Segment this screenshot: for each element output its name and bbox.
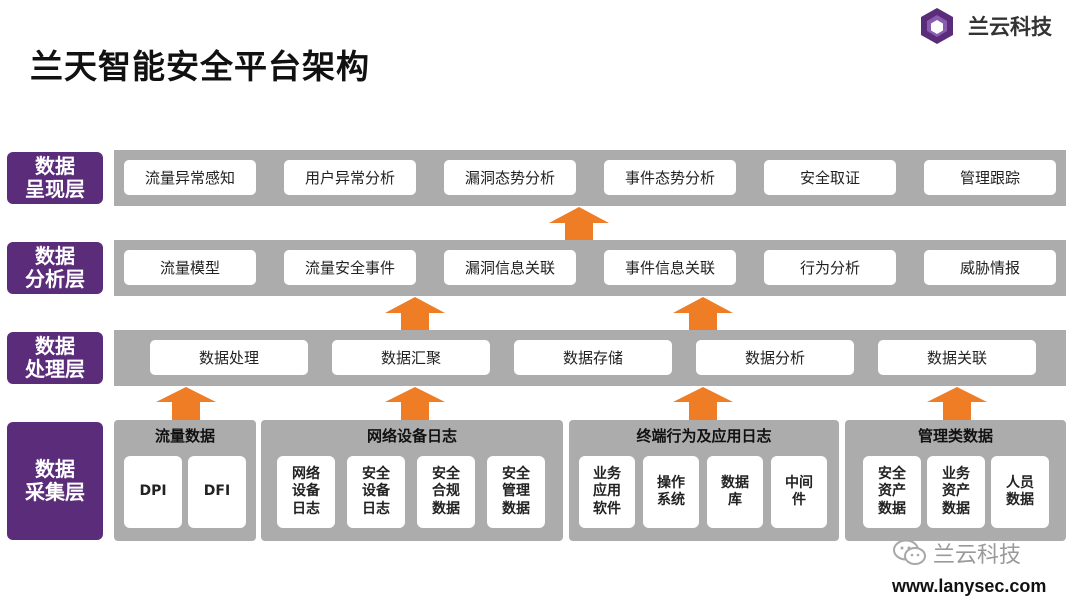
layer-label-analysis: 数据 分析层 xyxy=(7,242,103,294)
page-title: 兰天智能安全平台架构 xyxy=(30,47,370,86)
analysis-item: 流量模型 xyxy=(124,250,256,285)
processing-item: 数据处理 xyxy=(150,340,308,375)
analysis-item: 漏洞信息关联 xyxy=(444,250,576,285)
collection-item: 网络 设备 日志 xyxy=(277,456,335,528)
collection-group-network-device-logs: 网络设备日志 网络 设备 日志 安全 设备 日志 安全 合规 数据 安全 管理 … xyxy=(261,420,563,541)
collection-item: 中间 件 xyxy=(771,456,827,528)
group-title: 终端行为及应用日志 xyxy=(636,427,772,445)
hexagon-logo-icon xyxy=(921,8,953,44)
collection-item: 业务 资产 数据 xyxy=(927,456,985,528)
presentation-item: 事件态势分析 xyxy=(604,160,736,195)
layer-label-processing: 数据 处理层 xyxy=(7,332,103,384)
group-title: 流量数据 xyxy=(154,427,215,445)
collection-group-traffic: 流量数据 DPI DFI xyxy=(114,420,256,541)
processing-item: 数据存储 xyxy=(514,340,672,375)
collection-item: DPI xyxy=(124,456,182,528)
collection-item: 安全 管理 数据 xyxy=(487,456,545,528)
brand-logo: 兰云科技 xyxy=(918,7,1052,45)
presentation-band xyxy=(114,150,1066,206)
collection-item: 安全 合规 数据 xyxy=(417,456,475,528)
up-arrow-icon xyxy=(385,297,445,331)
wechat-icon xyxy=(893,539,926,565)
collection-item: 操作 系统 xyxy=(643,456,699,528)
layer-label-presentation: 数据 呈现层 xyxy=(7,152,103,204)
up-arrow-icon xyxy=(927,387,987,420)
watermark-text: 兰云科技 xyxy=(933,543,1022,568)
up-arrow-icon xyxy=(673,297,733,331)
presentation-item: 安全取证 xyxy=(764,160,896,195)
presentation-item: 流量异常感知 xyxy=(124,160,256,195)
presentation-item: 用户异常分析 xyxy=(284,160,416,195)
collection-group-endpoint-logs: 终端行为及应用日志 业务 应用 软件 操作 系统 数据 库 中间 件 xyxy=(569,420,839,541)
watermark: 兰云科技 xyxy=(893,537,1021,569)
analysis-item: 威胁情报 xyxy=(924,250,1056,285)
analysis-band xyxy=(114,240,1066,296)
group-title: 网络设备日志 xyxy=(366,427,457,445)
up-arrow-icon xyxy=(673,387,733,420)
collection-item: 安全 设备 日志 xyxy=(347,456,405,528)
footer-url: www.lanysec.com xyxy=(892,576,1047,596)
collection-item: 数据 库 xyxy=(707,456,763,528)
up-arrow-icon xyxy=(385,387,445,420)
analysis-item: 流量安全事件 xyxy=(284,250,416,285)
processing-item: 数据关联 xyxy=(878,340,1036,375)
collection-item: 人员 数据 xyxy=(991,456,1049,528)
presentation-item: 漏洞态势分析 xyxy=(444,160,576,195)
collection-item: 安全 资产 数据 xyxy=(863,456,921,528)
analysis-item: 事件信息关联 xyxy=(604,250,736,285)
collection-item: 业务 应用 软件 xyxy=(579,456,635,528)
processing-item: 数据汇聚 xyxy=(332,340,490,375)
up-arrow-icon xyxy=(156,387,216,420)
collection-item: DFI xyxy=(188,456,246,528)
processing-item: 数据分析 xyxy=(696,340,854,375)
up-arrow-icon xyxy=(549,207,609,241)
brand-name: 兰云科技 xyxy=(968,15,1052,39)
analysis-item: 行为分析 xyxy=(764,250,896,285)
group-title: 管理类数据 xyxy=(917,427,993,445)
presentation-item: 管理跟踪 xyxy=(924,160,1056,195)
layer-label-collection: 数据 采集层 xyxy=(7,422,103,540)
collection-group-management-data: 管理类数据 安全 资产 数据 业务 资产 数据 人员 数据 xyxy=(845,420,1066,541)
